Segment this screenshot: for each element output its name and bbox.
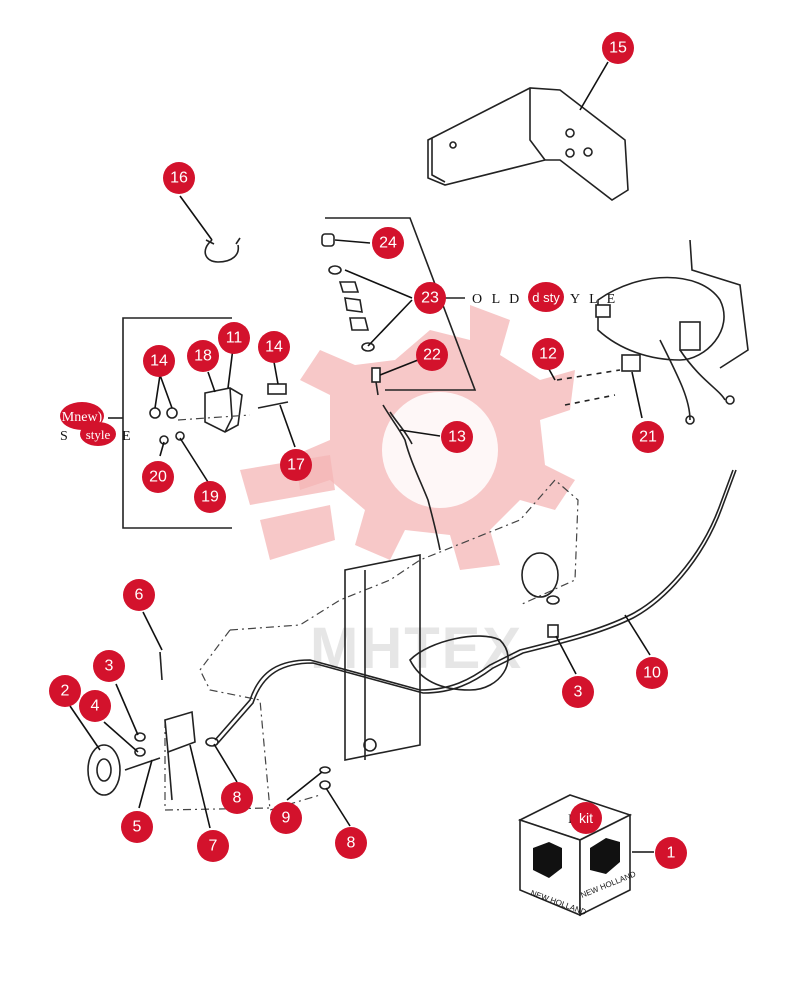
part-clip (204, 239, 240, 263)
callout-18[interactable]: 18 (187, 340, 219, 372)
machine-outline (164, 479, 579, 811)
callout-6[interactable]: 6 (123, 579, 155, 611)
svg-text:d sty: d sty (532, 290, 560, 305)
svg-text:4: 4 (91, 698, 100, 715)
callout-15[interactable]: 15 (602, 32, 634, 64)
svg-text:23: 23 (421, 290, 439, 307)
svg-text:10: 10 (643, 665, 661, 682)
callout-21[interactable]: 21 (632, 421, 664, 453)
part-bracket (427, 87, 629, 201)
callout-17[interactable]: 17 (280, 449, 312, 481)
svg-text:20: 20 (149, 469, 167, 486)
callout-5[interactable]: 5 (121, 811, 153, 843)
svg-text:21: 21 (639, 429, 657, 446)
callout-3-left[interactable]: 3 (93, 650, 125, 682)
callout-7[interactable]: 7 (197, 830, 229, 862)
svg-text:9: 9 (282, 810, 291, 827)
svg-text:style: style (86, 427, 111, 442)
part-cable-13 (382, 404, 441, 551)
callout-19[interactable]: 19 (194, 481, 226, 513)
svg-text:13: 13 (448, 429, 466, 446)
new-style-label: Mnew) S style E (60, 402, 134, 446)
svg-text:Mnew): Mnew) (62, 410, 103, 425)
part-horn-assembly (87, 651, 331, 801)
callout-1[interactable]: 1 (655, 837, 687, 869)
callout-24[interactable]: 24 (372, 227, 404, 259)
callout-23[interactable]: 23 (414, 282, 446, 314)
svg-text:6: 6 (135, 587, 144, 604)
svg-text:24: 24 (379, 235, 397, 252)
svg-text:5: 5 (133, 819, 142, 836)
svg-text:17: 17 (287, 457, 305, 474)
callout-10[interactable]: 10 (636, 657, 668, 689)
svg-text:15: 15 (609, 40, 627, 57)
svg-text:8: 8 (233, 790, 242, 807)
kit-label: I kit (568, 802, 602, 834)
new-style-bracket (122, 317, 232, 529)
callout-3-right[interactable]: 3 (562, 676, 594, 708)
svg-text:2: 2 (61, 683, 70, 700)
svg-text:8: 8 (347, 835, 356, 852)
callout-4[interactable]: 4 (79, 690, 111, 722)
svg-text:kit: kit (579, 810, 593, 826)
svg-text:18: 18 (194, 348, 212, 365)
callout-22[interactable]: 22 (416, 339, 448, 371)
callout-8-left[interactable]: 8 (221, 782, 253, 814)
svg-text:19: 19 (201, 489, 219, 506)
callout-14-right[interactable]: 14 (258, 331, 290, 363)
old-style-badge: d sty (528, 282, 564, 312)
svg-text:22: 22 (423, 347, 441, 364)
callout-9[interactable]: 9 (270, 802, 302, 834)
svg-text:12: 12 (539, 346, 557, 363)
part-switch-stack (321, 233, 381, 396)
callout-14-left[interactable]: 14 (143, 345, 175, 377)
svg-text:7: 7 (209, 838, 218, 855)
old-style-tail: Y L E (570, 292, 618, 307)
svg-text:S: S (60, 429, 71, 444)
part-harness-lower (409, 552, 560, 691)
svg-text:3: 3 (574, 684, 583, 701)
callout-11[interactable]: 11 (218, 322, 250, 354)
svg-text:11: 11 (226, 330, 243, 347)
part-switch-assembly (149, 383, 289, 445)
callout-20[interactable]: 20 (142, 461, 174, 493)
part-harness (556, 239, 749, 425)
old-style-label: O L D (472, 292, 522, 307)
callout-12[interactable]: 12 (532, 338, 564, 370)
svg-text:3: 3 (105, 658, 114, 675)
part-cable-10 (214, 469, 734, 741)
svg-text:1: 1 (667, 845, 676, 862)
callout-13[interactable]: 13 (441, 421, 473, 453)
svg-text:14: 14 (265, 339, 283, 356)
watermark-gear (240, 305, 575, 570)
callout-2[interactable]: 2 (49, 675, 81, 707)
svg-text:14: 14 (150, 353, 168, 370)
leader-lines (69, 61, 654, 853)
callout-16[interactable]: 16 (163, 162, 195, 194)
callout-8-right[interactable]: 8 (335, 827, 367, 859)
svg-text:E: E (122, 429, 134, 444)
svg-text:16: 16 (170, 170, 188, 187)
